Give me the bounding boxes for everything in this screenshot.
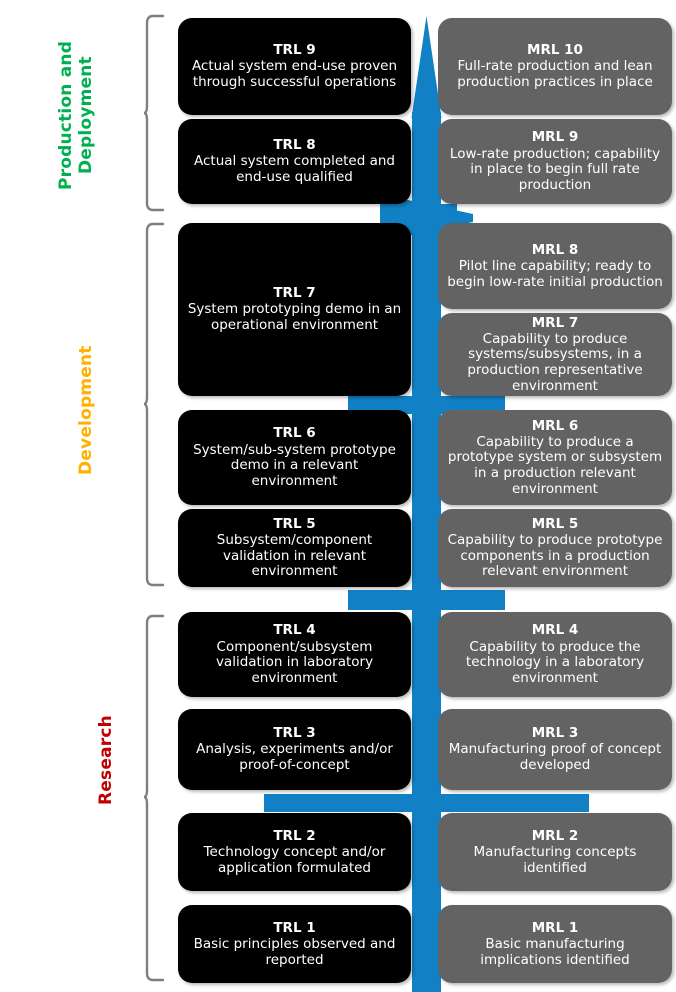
mrl-box-1-desc: Basic manufacturing implications identif… [480, 935, 630, 968]
mrl-box-9-desc: Low-rate production; capability in place… [449, 145, 661, 193]
trl-box-5[interactable]: TRL 5 Subsystem/component validation in … [178, 509, 411, 587]
mrl-box-3-title: MRL 3 [531, 725, 579, 742]
trl-box-1-desc: Basic principles observed and reported [193, 935, 396, 968]
mrl-box-9-title: MRL 9 [531, 129, 579, 146]
mrl-box-2-desc: Manufacturing concepts identified [473, 843, 637, 876]
trl-box-9-title: TRL 9 [273, 42, 316, 59]
trl-box-9[interactable]: TRL 9 Actual system end-use proven throu… [178, 18, 411, 115]
bracket-development [143, 222, 165, 587]
trl-box-3[interactable]: TRL 3 Analysis, experiments and/or proof… [178, 709, 411, 790]
trl-box-5-desc: Subsystem/component validation in releva… [216, 532, 373, 580]
trl-box-3-desc: Analysis, experiments and/or proof-of-co… [196, 741, 393, 774]
mrl-box-1-title: MRL 1 [531, 919, 579, 936]
trl-box-7-title: TRL 7 [273, 285, 316, 302]
trl-box-3-title: TRL 3 [273, 725, 316, 742]
trl-box-4[interactable]: TRL 4 Component/subsystem validation in … [178, 612, 411, 697]
mrl-box-3-desc: Manufacturing proof of concept developed [448, 741, 662, 774]
trl-box-7-desc: System prototyping demo in an operationa… [187, 301, 402, 334]
trl-box-8-desc: Actual system completed and end-use qual… [194, 153, 395, 186]
mrl-box-6-desc: Capability to produce a prototype system… [447, 433, 663, 497]
mrl-box-8-title: MRL 8 [531, 241, 579, 258]
trl-box-1[interactable]: TRL 1 Basic principles observed and repo… [178, 905, 411, 983]
mrl-box-4[interactable]: MRL 4 Capability to produce the technolo… [438, 612, 672, 697]
mrl-box-10-title: MRL 10 [527, 42, 583, 59]
trl-box-1-title: TRL 1 [273, 919, 316, 936]
category-label-research: Research [96, 715, 116, 805]
mrl-box-8[interactable]: MRL 8 Pilot line capability; ready to be… [438, 223, 672, 309]
trl-box-6-title: TRL 6 [273, 425, 316, 442]
bracket-production [143, 14, 165, 212]
mrl-box-4-title: MRL 4 [531, 622, 579, 639]
bracket-research [143, 614, 165, 982]
mrl-box-10[interactable]: MRL 10 Full-rate production and lean pro… [438, 18, 672, 115]
mrl-box-9[interactable]: MRL 9 Low-rate production; capability in… [438, 119, 672, 204]
trl-box-6-desc: System/sub-system prototype demo in a re… [193, 441, 396, 489]
trl-box-7[interactable]: TRL 7 System prototyping demo in an oper… [178, 223, 411, 396]
trl-box-6[interactable]: TRL 6 System/sub-system prototype demo i… [178, 410, 411, 505]
trl-box-2[interactable]: TRL 2 Technology concept and/or applicat… [178, 813, 411, 891]
mrl-box-4-desc: Capability to produce the technology in … [465, 638, 645, 686]
mrl-box-5[interactable]: MRL 5 Capability to produce prototype co… [438, 509, 672, 587]
mrl-box-5-title: MRL 5 [531, 515, 579, 532]
trl-box-5-title: TRL 5 [273, 515, 316, 532]
trl-box-8-title: TRL 8 [273, 137, 316, 154]
mrl-box-6[interactable]: MRL 6 Capability to produce a prototype … [438, 410, 672, 505]
mrl-box-6-title: MRL 6 [531, 417, 579, 434]
mrl-box-1[interactable]: MRL 1 Basic manufacturing implications i… [438, 905, 672, 983]
trl-box-9-desc: Actual system end-use proven through suc… [191, 58, 398, 91]
mrl-box-5-desc: Capability to produce prototype componen… [447, 532, 663, 580]
category-label-development: Development [76, 345, 96, 475]
mrl-box-2-title: MRL 2 [531, 827, 579, 844]
trl-box-4-desc: Component/subsystem validation in labora… [215, 638, 374, 686]
mrl-box-8-desc: Pilot line capability; ready to begin lo… [447, 257, 663, 290]
mrl-box-7-title: MRL 7 [531, 314, 579, 331]
mrl-box-3[interactable]: MRL 3 Manufacturing proof of concept dev… [438, 709, 672, 790]
mrl-box-2[interactable]: MRL 2 Manufacturing concepts identified [438, 813, 672, 891]
mrl-box-10-desc: Full-rate production and lean production… [457, 58, 653, 91]
mrl-box-7-desc: Capability to produce systems/subsystems… [467, 330, 643, 394]
category-label-production: Production and Deployment [56, 40, 97, 190]
mrl-box-7[interactable]: MRL 7 Capability to produce systems/subs… [438, 313, 672, 396]
trl-box-8[interactable]: TRL 8 Actual system completed and end-us… [178, 119, 411, 204]
trl-box-2-desc: Technology concept and/or application fo… [203, 843, 386, 876]
trl-box-4-title: TRL 4 [273, 622, 316, 639]
trl-box-2-title: TRL 2 [273, 827, 316, 844]
